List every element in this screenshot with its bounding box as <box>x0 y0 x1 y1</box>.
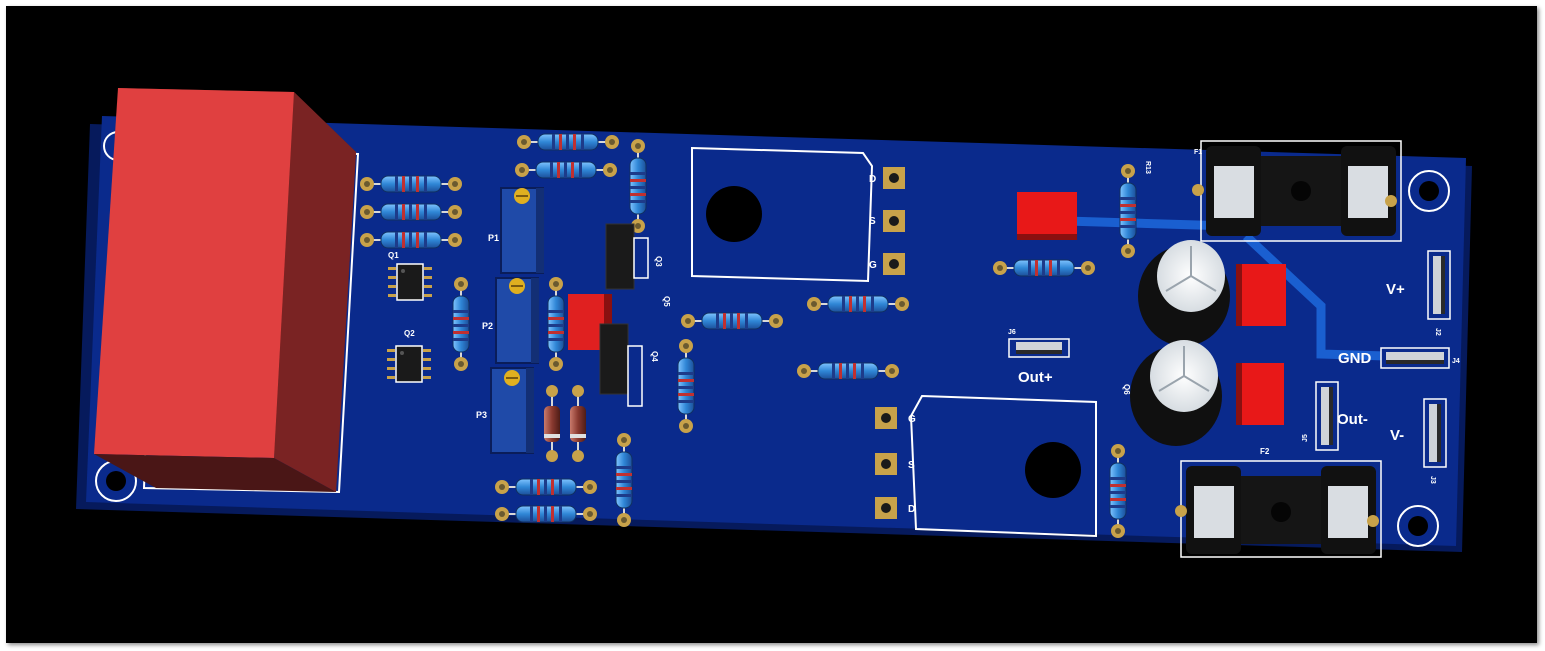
refdes-f1: F1 <box>1194 149 1202 156</box>
electrolytic-capacitor[interactable] <box>1138 240 1230 346</box>
viewport-frame: Q1 Q2 P1 P2 P3 Q3 Q5 Q4 <box>6 6 1537 643</box>
connector-j2[interactable] <box>1427 250 1451 320</box>
refdes-q2: Q2 <box>404 329 415 338</box>
mosfet-pad-g[interactable] <box>883 253 905 275</box>
connector-j3[interactable] <box>1423 398 1447 468</box>
diode[interactable] <box>570 385 586 462</box>
mosfet-hole-icon <box>1025 442 1081 498</box>
potentiometer-p1[interactable] <box>500 187 544 274</box>
label-v-minus: V- <box>1390 427 1404 444</box>
label-gnd: GND <box>1338 350 1372 367</box>
label-out-plus: Out+ <box>1018 369 1053 386</box>
refdes-q3: Q3 <box>654 256 663 267</box>
refdes-j4: J4 <box>1452 358 1460 365</box>
refdes-j6: J6 <box>1008 329 1016 336</box>
refdes-f2: F2 <box>1260 447 1270 456</box>
refdes-q6: Q6 <box>1122 384 1131 395</box>
mosfet-pad-g[interactable] <box>875 407 897 429</box>
refdes-j2: J2 <box>1434 328 1441 336</box>
pin-label-g: G <box>869 260 877 271</box>
refdes-j3: J3 <box>1429 476 1436 484</box>
label-v-plus: V+ <box>1386 281 1405 298</box>
diode[interactable] <box>544 385 560 462</box>
refdes-p1: P1 <box>488 233 499 243</box>
fuse-holder-f1[interactable] <box>1192 140 1402 242</box>
mosfet-pad-s[interactable] <box>875 453 897 475</box>
refdes-r13: R13 <box>1144 161 1151 174</box>
refdes-q5: Q5 <box>662 296 671 307</box>
mosfet-pad-s[interactable] <box>883 210 905 232</box>
refdes-p2: P2 <box>482 321 493 331</box>
mosfet-pad-d[interactable] <box>883 167 905 189</box>
film-capacitor[interactable] <box>1017 192 1077 240</box>
potentiometer-p3[interactable] <box>490 367 534 454</box>
mosfet-hole-icon <box>706 186 762 242</box>
relay[interactable] <box>94 88 356 492</box>
refdes-p3: P3 <box>476 410 487 420</box>
mosfet-outline-bottom <box>909 394 1097 538</box>
mounting-hole-icon <box>1408 170 1450 212</box>
film-capacitor[interactable] <box>1236 264 1286 326</box>
refdes-q1: Q1 <box>388 251 399 260</box>
refdes-j5: J5 <box>1302 434 1309 442</box>
mosfet-outline-top <box>691 146 874 283</box>
label-out-minus: Out- <box>1337 411 1368 428</box>
potentiometer-p2[interactable] <box>495 277 539 364</box>
film-capacitor[interactable] <box>1236 363 1284 425</box>
electrolytic-capacitor[interactable] <box>1130 340 1222 446</box>
pin-label-d: D <box>908 504 915 515</box>
pin-label-d: D <box>869 174 876 185</box>
pin-label-g: G <box>908 414 916 425</box>
pin-label-s: S <box>908 460 915 471</box>
mounting-hole-icon <box>1397 505 1439 547</box>
transistor-q4[interactable] <box>599 323 643 407</box>
transistor-q3[interactable] <box>605 223 649 290</box>
pin-label-s: S <box>869 216 876 227</box>
jumper-j6[interactable] <box>1008 338 1070 358</box>
fuse-holder-f2[interactable] <box>1175 460 1382 558</box>
mosfet-pad-d[interactable] <box>875 497 897 519</box>
pcb-3d-view[interactable]: Q1 Q2 P1 P2 P3 Q3 Q5 Q4 <box>6 6 1537 643</box>
connector-j5[interactable] <box>1315 381 1339 451</box>
connector-j4[interactable] <box>1380 347 1450 369</box>
refdes-q4: Q4 <box>650 351 659 362</box>
